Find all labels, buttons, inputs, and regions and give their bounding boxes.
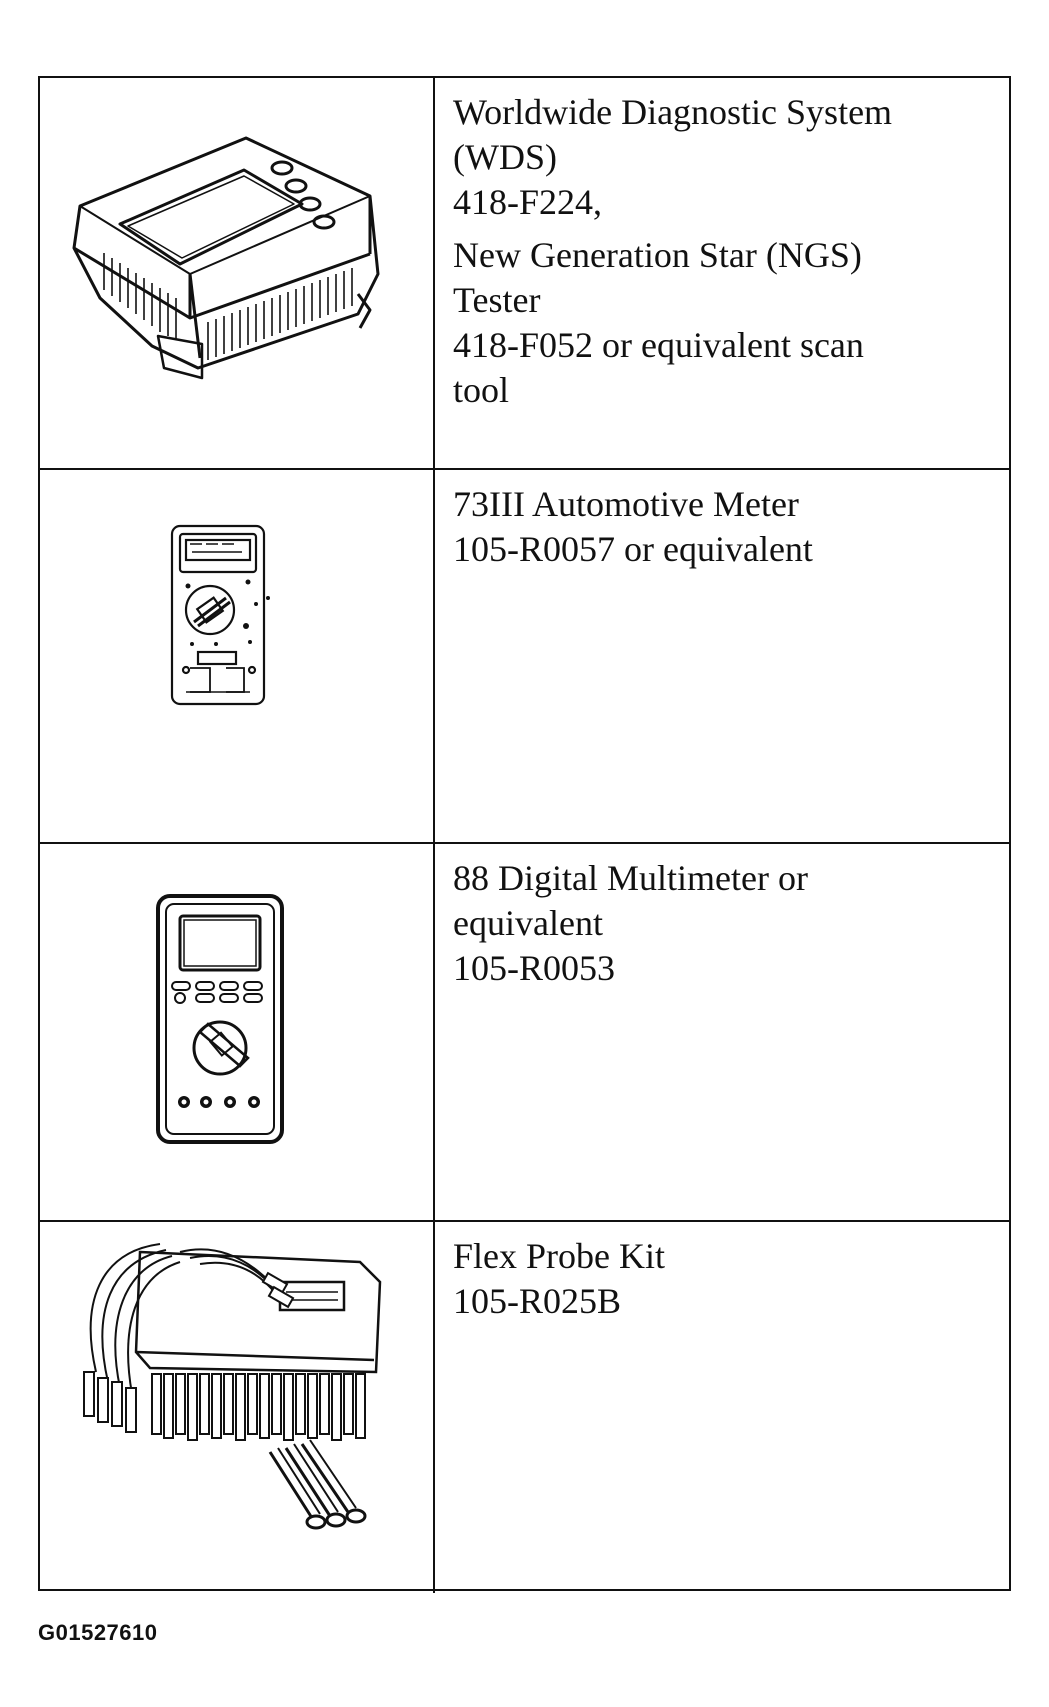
- tool-part-number: 105-R0057 or equivalent: [453, 529, 813, 569]
- tool-row: Flex Probe Kit 105-R025B: [40, 1222, 1009, 1593]
- tool-name: 88 Digital Multimeter or: [453, 858, 808, 898]
- figure-code: G01527610: [38, 1620, 158, 1645]
- tool-part-number: 105-R0053: [453, 948, 615, 988]
- tool-name: Tester: [453, 280, 541, 320]
- column-divider: [433, 470, 435, 842]
- tool-name: Flex Probe Kit: [453, 1236, 665, 1276]
- tool-name: (WDS): [453, 137, 557, 177]
- tool-image-cell: [40, 844, 433, 1220]
- column-divider: [433, 1222, 435, 1593]
- tool-name: equivalent: [453, 903, 603, 943]
- tool-row: 88 Digital Multimeter or equivalent 105-…: [40, 844, 1009, 1222]
- flex-probe-kit-icon: [83, 1243, 382, 1530]
- tool-part-number: tool: [453, 370, 510, 410]
- tool-part-number: 418-F052 or equivalent scan: [453, 325, 864, 365]
- tool-name: 73III Automotive Meter: [453, 484, 799, 524]
- column-divider: [433, 78, 435, 468]
- tool-description: 88 Digital Multimeter or equivalent 105-…: [453, 856, 989, 991]
- tool-part-number: 105-R025B: [453, 1281, 622, 1321]
- tool-row: Worldwide Diagnostic System (WDS) 418-F2…: [40, 78, 1009, 470]
- automotive-meter-icon: [170, 524, 270, 706]
- tool-description: Worldwide Diagnostic System (WDS) 418-F2…: [453, 90, 989, 413]
- tool-image-cell: [40, 470, 433, 842]
- tool-name: Worldwide Diagnostic System: [453, 92, 893, 132]
- tool-description: Flex Probe Kit 105-R025B: [453, 1234, 989, 1324]
- tool-image-cell: [40, 1222, 433, 1593]
- tool-part-number: 418-F224,: [453, 182, 603, 222]
- tool-description: 73III Automotive Meter 105-R0057 or equi…: [453, 482, 989, 572]
- scan-tool-icon: [72, 136, 380, 380]
- column-divider: [433, 844, 435, 1220]
- digital-multimeter-icon: [156, 894, 284, 1144]
- tool-name: New Generation Star (NGS): [453, 235, 862, 275]
- tool-row: 73III Automotive Meter 105-R0057 or equi…: [40, 470, 1009, 844]
- tools-table: Worldwide Diagnostic System (WDS) 418-F2…: [38, 76, 1011, 1593]
- tool-image-cell: [40, 78, 433, 468]
